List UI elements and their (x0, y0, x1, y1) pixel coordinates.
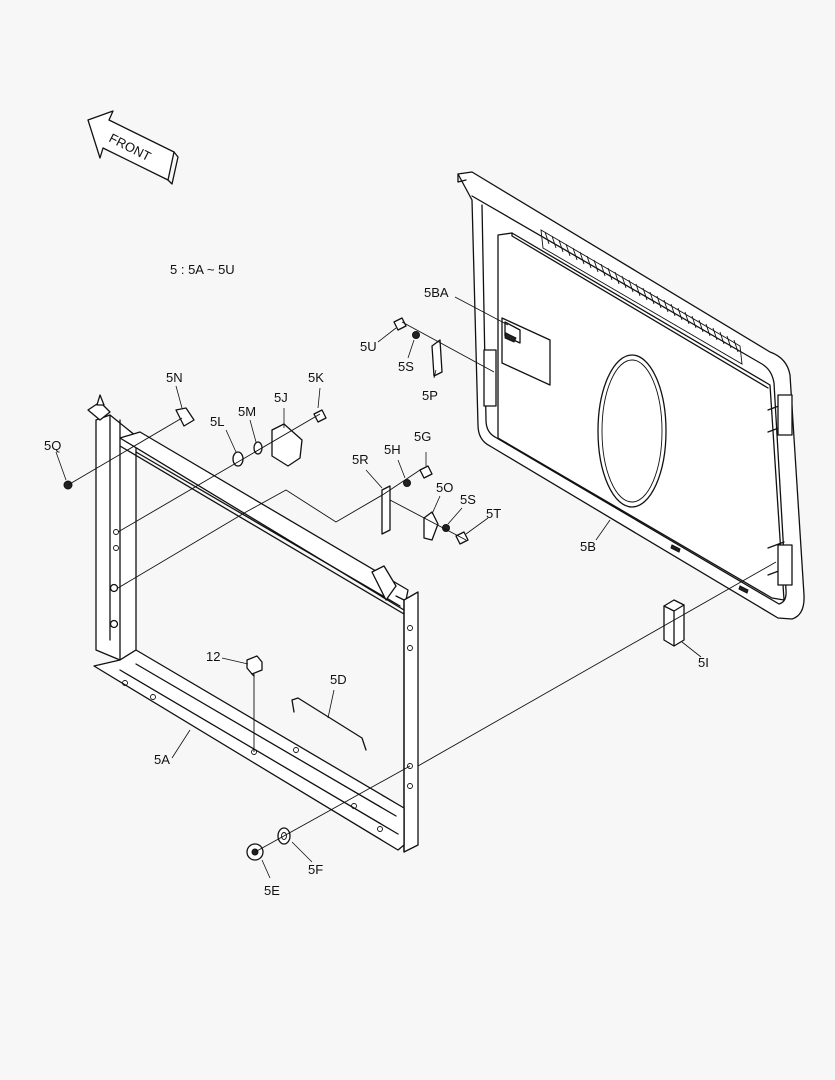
callout-5N: 5N (166, 370, 183, 385)
callout-5E: 5E (264, 883, 280, 898)
callout-5R: 5R (352, 452, 369, 467)
assembly-lines (67, 321, 777, 853)
grommet-5N (175, 407, 195, 427)
callout-5S-lower: 5S (460, 492, 476, 507)
callout-5J: 5J (274, 390, 288, 405)
leader-lines (55, 296, 702, 879)
screw-5K (313, 409, 327, 423)
hardware-center (381, 317, 469, 545)
callout-5I: 5I (698, 655, 709, 670)
bracket-5P (431, 339, 443, 377)
front-arrow: FRONT (87, 110, 179, 185)
callout-5B: 5B (580, 539, 596, 554)
mounting-holes (109, 529, 413, 832)
louvres (540, 229, 743, 365)
callout-5O: 5O (436, 480, 453, 495)
callout-5U: 5U (360, 339, 377, 354)
screw-5G (419, 465, 433, 479)
frame-5A (87, 394, 419, 853)
bracket-5R (381, 485, 391, 535)
bracket-5J (271, 423, 303, 467)
assembly-note: 5 : 5A ~ 5U (170, 262, 235, 277)
bracket-5BA (483, 317, 551, 407)
screw-5U (393, 317, 407, 331)
washer-5S-upper (412, 331, 420, 339)
callout-5L: 5L (210, 414, 224, 429)
callout-5S-upper: 5S (398, 359, 414, 374)
callout-5T: 5T (486, 506, 501, 521)
callout-5BA: 5BA (424, 285, 449, 300)
bracket-5O (423, 511, 439, 541)
side-panel-5B (457, 171, 805, 620)
block-5I (663, 599, 685, 647)
callout-5M: 5M (238, 404, 256, 419)
washer-5H (403, 479, 411, 487)
callout-5D: 5D (330, 672, 347, 687)
callout-5K: 5K (308, 370, 324, 385)
callout-5F: 5F (308, 862, 323, 877)
callout-5A: 5A (154, 752, 170, 767)
callout-12: 12 (206, 649, 220, 664)
callout-5H: 5H (384, 442, 401, 457)
bolt-12 (246, 655, 263, 677)
callout-5G: 5G (414, 429, 431, 444)
rod-5D (291, 697, 367, 751)
callout-5P: 5P (422, 388, 438, 403)
callout-labels: 5A 5B 5BA 5D 5E 5F 5G 5H 5I 5J 5K 5L 5M … (44, 285, 709, 898)
callout-5Q: 5Q (44, 438, 61, 453)
